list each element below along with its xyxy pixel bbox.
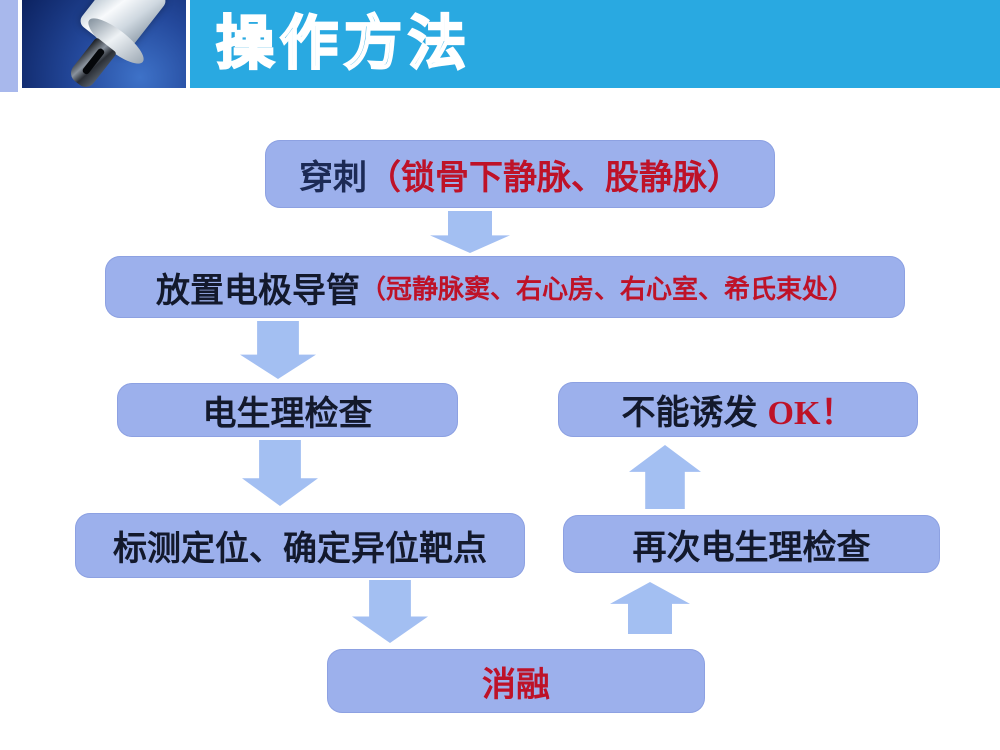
arrow-down-icon (430, 211, 510, 253)
box-text-dark: 放置电极导管 (155, 271, 360, 310)
arrow-down-icon (352, 580, 428, 643)
flow-box-puncture: 穿刺（锁骨下静脉、股静脉） (265, 140, 775, 208)
flow-box-ep-study: 电生理检查 (117, 383, 458, 437)
arrow-down-icon (240, 321, 316, 379)
catheter-photo (22, 0, 186, 88)
flow-box-ablation: 消融 (327, 649, 705, 713)
arrow-down-icon (242, 440, 318, 506)
flow-box-place-electrode-catheter: 放置电极导管（冠静脉窦、右心房、右心室、希氏束处） (105, 256, 905, 318)
box-text-red: 消融 (482, 665, 550, 704)
flow-box-mapping-target: 标测定位、确定异位靶点 (75, 513, 525, 578)
flow-box-repeat-ep-study: 再次电生理检查 (563, 515, 940, 573)
box-text-dark: 标测定位、确定异位靶点 (113, 530, 487, 568)
box-text-dark: 再次电生理检查 (632, 528, 871, 567)
box-text-red: OK！ (767, 395, 855, 432)
box-text-dark: 电生理检查 (202, 394, 373, 433)
box-text-dark: 不能诱发 (621, 394, 758, 432)
arrow-up-icon (610, 582, 690, 634)
page-title: 操作方法 (215, 10, 473, 78)
box-text-red: （锁骨下静脉、股静脉） (367, 158, 741, 197)
arrow-up-icon (629, 445, 701, 509)
title-bar: 操作方法 (190, 0, 1000, 88)
header-accent-strip (0, 0, 18, 92)
box-text-red: （冠静脉窦、右心房、右心室、希氏束处） (359, 273, 854, 304)
box-text-dark: 穿刺 (299, 158, 367, 197)
